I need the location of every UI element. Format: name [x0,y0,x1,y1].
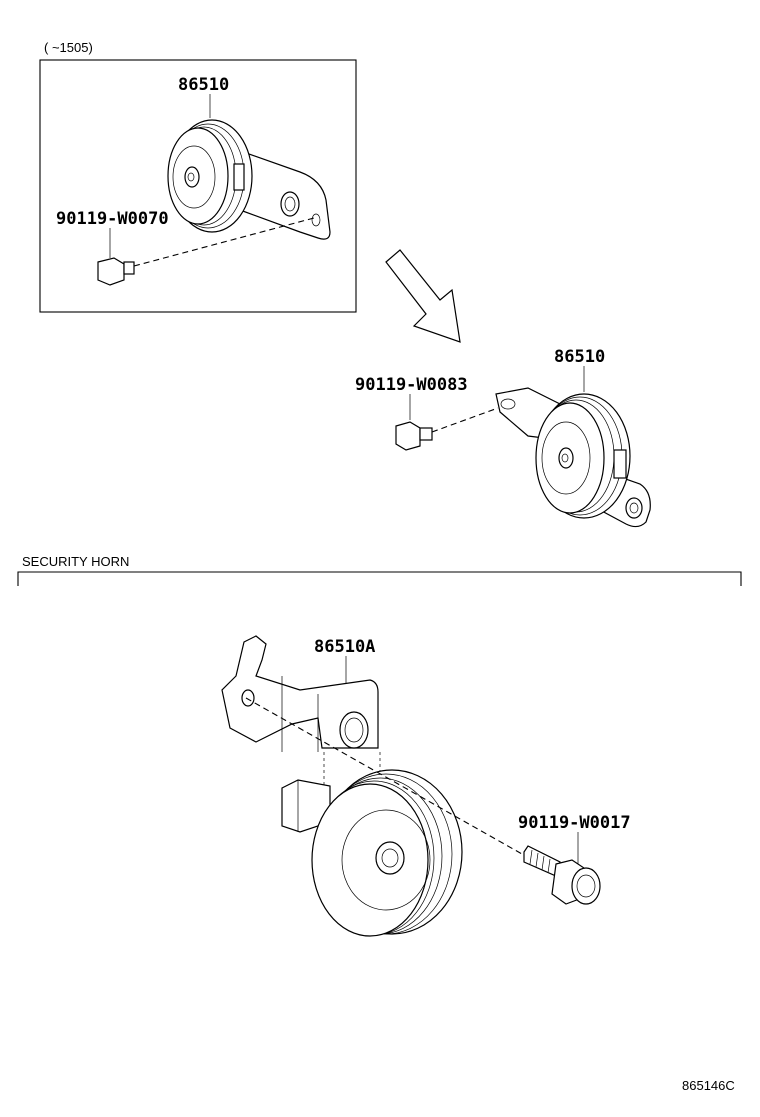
inset-horn-bracket [231,147,331,240]
upper-bolt [395,421,433,451]
security-horn-title: SECURITY HORN [22,554,129,569]
inset-frame [39,59,357,313]
security-horn-section-rule [17,571,742,586]
security-horn-section: SECURITY HORN 86510A [17,554,742,937]
upper-horn-assembly: 86510 90119-W0083 [355,347,651,528]
inset-bolt [97,257,135,286]
inset-horn-part-number[interactable]: 86510 [178,75,229,95]
security-bolt-part-number[interactable]: 90119-W0017 [518,813,631,833]
security-horn-part-number[interactable]: 86510A [314,637,375,657]
inset-bolt-part-number[interactable]: 90119-W0070 [56,209,169,229]
inset-variant-box: ( ~1505) 86510 90119-W0070 [39,40,357,313]
security-horn [311,769,463,937]
inset-horn [167,119,253,233]
diagram-id: 865146C [682,1078,735,1093]
security-bolt [523,845,601,905]
upper-bolt-part-number[interactable]: 90119-W0083 [355,375,468,395]
inset-date-range: ( ~1505) [44,40,93,55]
upper-horn-part-number[interactable]: 86510 [554,347,605,367]
security-bolt-path [245,697,523,855]
upper-bolt-path [431,407,499,433]
change-arrow [385,249,461,343]
upper-horn [535,393,631,519]
security-horn-bracket [221,635,381,800]
inset-bolt-path [133,217,315,267]
